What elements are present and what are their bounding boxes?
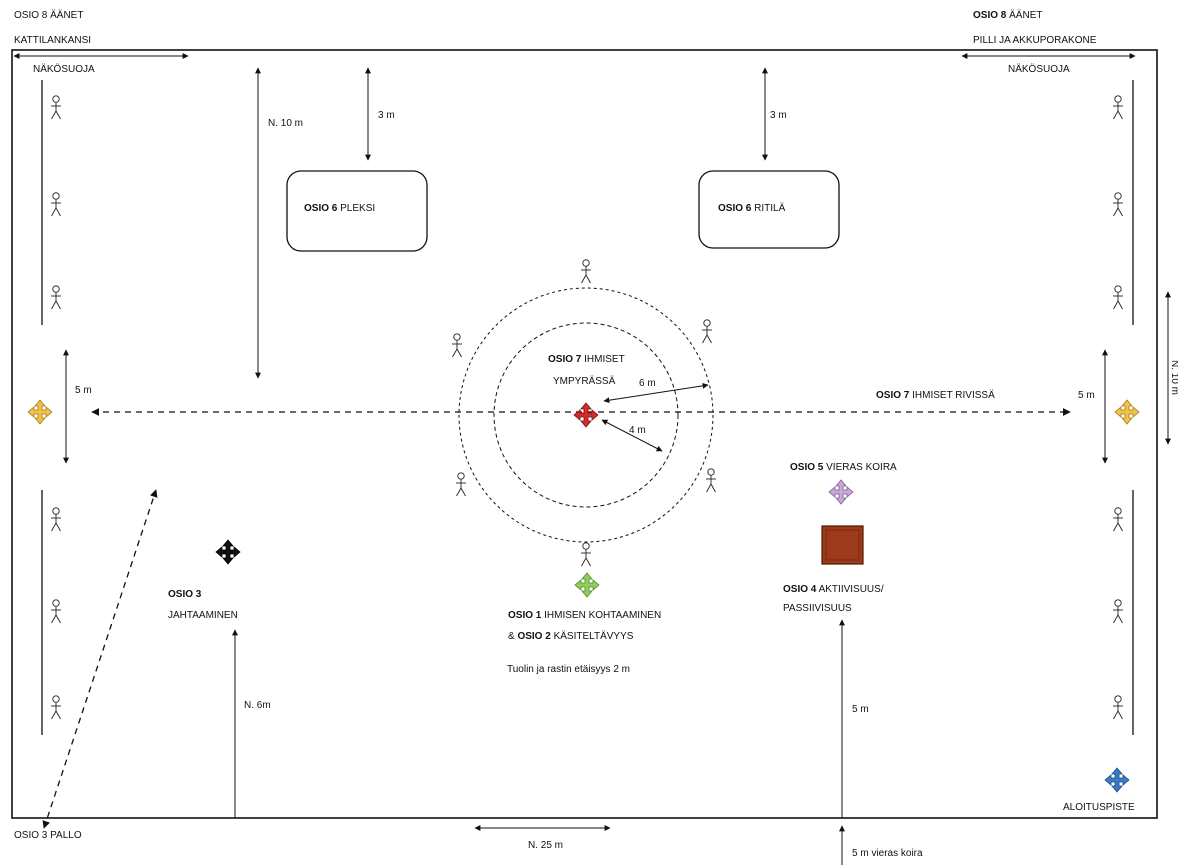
person-icon (1112, 695, 1124, 720)
person-icon (50, 192, 62, 217)
top-left-sound-line2: KATTILANKANSI (14, 35, 91, 46)
osio4-label-line1: OSIO 4 AKTIIVISUUS/ (783, 584, 884, 595)
osio5-label: OSIO 5 VIERAS KOIRA (790, 462, 897, 473)
blue-cross-icon (1104, 767, 1130, 793)
vieras-koira-label: 5 m vieras koira (852, 848, 923, 859)
person-icon (1112, 192, 1124, 217)
side-span-label: N. 10 m (1169, 360, 1178, 395)
bottom-5m-label: 5 m (852, 704, 869, 715)
person-icon (1112, 285, 1124, 310)
n25m-label: N. 25 m (528, 840, 563, 851)
osio3-label-line2: JAHTAAMINEN (168, 610, 238, 621)
radius-4m-label: 4 m (629, 425, 646, 436)
pleksi-label: OSIO 6 PLEKSI (304, 203, 375, 214)
top-right-sound-line1: OSIO 8 ÄÄNET (973, 9, 1042, 21)
top-left-screen-label: NÄKÖSUOJA (33, 63, 95, 75)
person-icon (701, 319, 713, 344)
top-left-sound-line1: OSIO 8 ÄÄNET (14, 9, 83, 21)
circle-label-line2: YMPYRÄSSÄ (553, 375, 616, 387)
person-icon (1112, 599, 1124, 624)
top-right-screen-label: NÄKÖSUOJA (1008, 63, 1070, 75)
purple-cross-icon (828, 479, 854, 505)
ritila-box (698, 170, 840, 249)
center-red-cross-icon (573, 402, 599, 428)
osio3-label-line1: OSIO 3 (168, 589, 202, 600)
person-icon (50, 95, 62, 120)
ball-throw-arrow (42, 489, 158, 829)
radius-6m-arrow (603, 382, 709, 404)
chair-distance-note: Tuolin ja rastin etäisyys 2 m (507, 664, 630, 675)
right-3m-label: 3 m (770, 110, 787, 121)
person-icon (50, 599, 62, 624)
circle-label-line1: OSIO 7 IHMISET (548, 354, 625, 365)
left-5m-label: 5 m (75, 385, 92, 396)
osio2-label: & OSIO 2 KÄSITELTÄVYYS (508, 630, 634, 642)
brown-box-inner (825, 529, 860, 561)
pallo-label: OSIO 3 PALLO (14, 830, 82, 841)
person-icon (580, 259, 592, 284)
left-3m-label: 3 m (378, 110, 395, 121)
start-point-label: ALOITUSPISTE (1063, 802, 1135, 813)
person-icon (455, 472, 467, 497)
osio1-label: OSIO 1 IHMISEN KOHTAAMINEN (508, 610, 661, 621)
left-yellow-cross-icon (27, 399, 53, 425)
person-icon (1112, 95, 1124, 120)
right-5m-label: 5 m (1078, 390, 1095, 401)
n10m-label: N. 10 m (268, 118, 303, 129)
radius-4m-arrow (601, 419, 663, 452)
n6m-label: N. 6m (244, 700, 271, 711)
ritila-label: OSIO 6 RITILÄ (718, 202, 786, 214)
black-cross-icon (215, 539, 241, 565)
radius-6m-label: 6 m (639, 378, 656, 389)
person-icon (705, 468, 717, 493)
person-icon (50, 285, 62, 310)
person-icon (451, 333, 463, 358)
person-icon (50, 507, 62, 532)
person-icon (1112, 507, 1124, 532)
field-boundary (11, 49, 1158, 819)
green-cross-icon (574, 572, 600, 598)
right-yellow-cross-icon (1114, 399, 1140, 425)
person-icon (580, 542, 592, 567)
top-right-sound-line2: PILLI JA AKKUPORAKONE (973, 35, 1097, 46)
osio4-label-line2: PASSIIVISUUS (783, 603, 852, 614)
row-label: OSIO 7 IHMISET RIVISSÄ (876, 389, 995, 401)
person-icon (50, 695, 62, 720)
brown-box-icon (821, 525, 864, 565)
pleksi-box (286, 170, 428, 252)
